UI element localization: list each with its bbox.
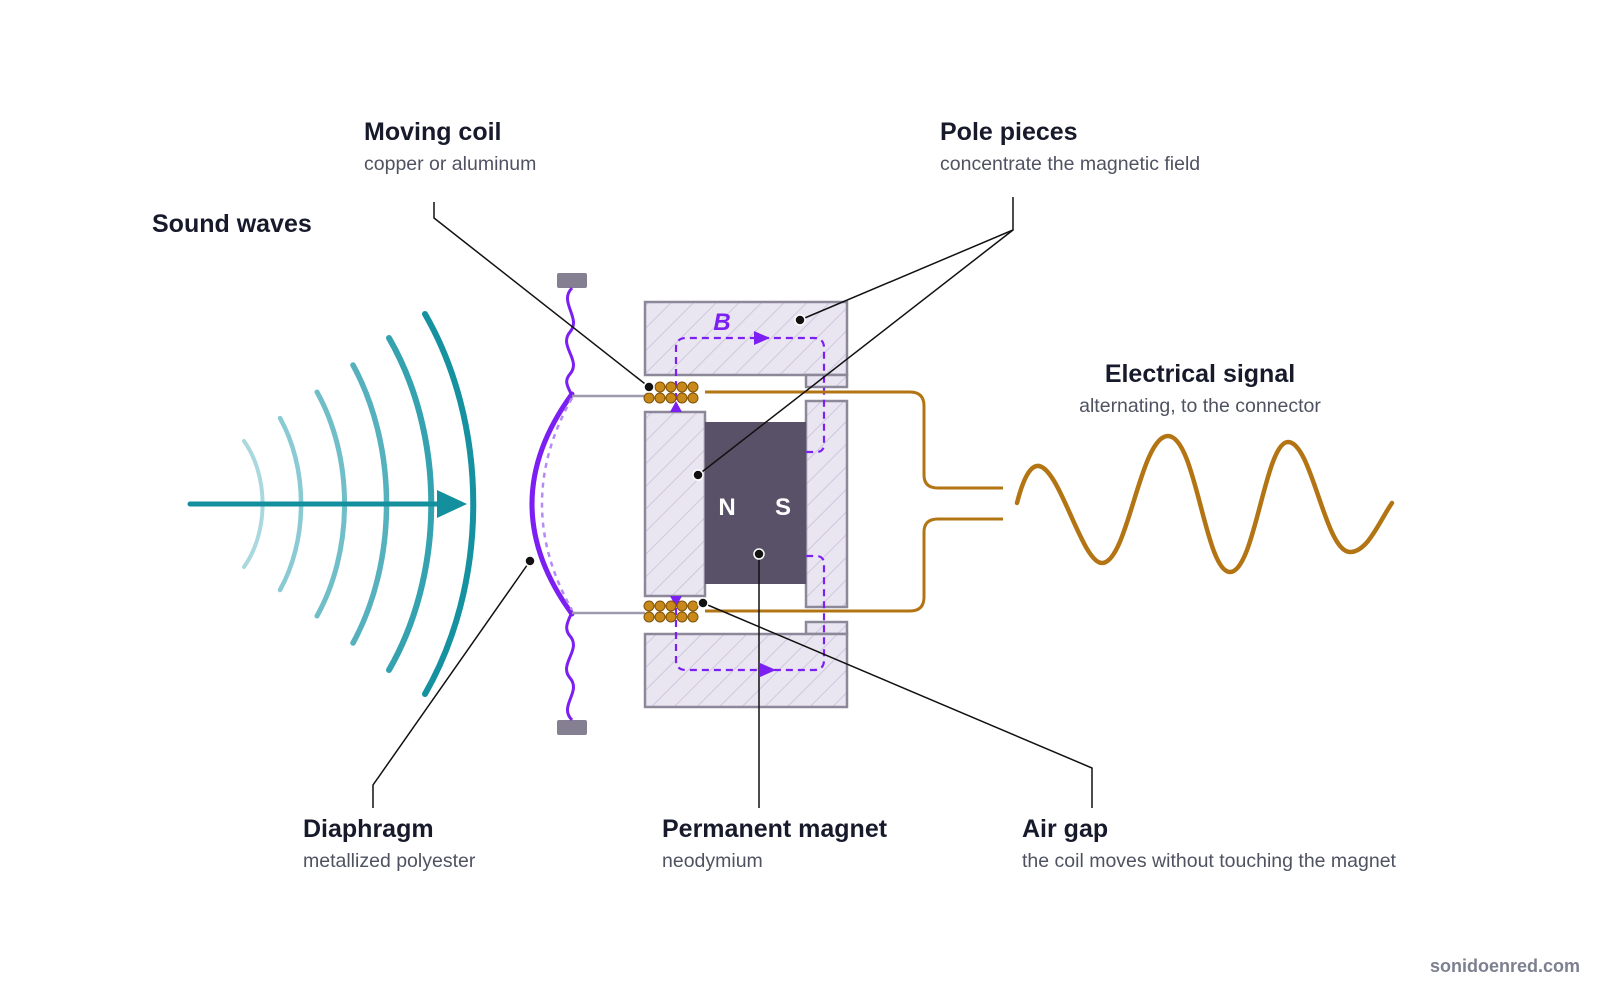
bottom-suspension	[565, 613, 575, 722]
coil-winding	[665, 381, 677, 393]
coil-winding	[654, 381, 666, 393]
leader-air-gap	[702, 602, 1093, 808]
field-line-bottom	[674, 554, 826, 672]
moving-coil-subtitle: copper or aluminum	[364, 153, 537, 175]
pole-pieces-callout: Pole pieces concentrate the magnetic fie…	[940, 117, 1200, 177]
field-direction-arrow-icon	[670, 596, 682, 607]
right-pole-piece	[804, 399, 849, 609]
coil-winding	[687, 381, 699, 393]
source-credit: sonidoenred.com	[1429, 956, 1580, 976]
pole-pieces-title: Pole pieces	[940, 118, 1078, 146]
moving-coil	[643, 381, 699, 623]
field-direction-arrow-icon	[754, 331, 770, 345]
pole-pieces	[643, 300, 849, 709]
arrow-right-icon	[437, 490, 467, 518]
electrical-signal-subtitle: alternating, to the connector	[1079, 395, 1321, 417]
inner-pole-piece	[643, 410, 707, 598]
air-gap-subtitle: the coil moves without touching the magn…	[1022, 850, 1396, 872]
leader-dot	[524, 555, 536, 567]
signal-wire-bottom	[705, 517, 1003, 613]
diaphragm-callout: Diaphragm metallized polyester	[303, 814, 475, 874]
pole-pieces-subtitle: concentrate the magnetic field	[940, 153, 1201, 175]
leader-diaphragm	[372, 560, 531, 808]
coil-winding	[654, 392, 666, 404]
bottom-pole-lip	[804, 620, 849, 636]
leader-dot	[697, 597, 709, 609]
coil-winding	[687, 392, 699, 404]
leader-dot	[753, 548, 765, 560]
signal-waveform	[1014, 433, 1395, 575]
moving-coil-callout: Moving coil copper or aluminum	[364, 117, 536, 177]
electrical-signal-callout: Electrical signal alternating, to the co…	[1050, 359, 1350, 419]
sound-wave-arc	[422, 311, 477, 697]
diaphragm-title: Diaphragm	[303, 815, 434, 843]
top-pole-lip	[804, 373, 849, 389]
leader-dots	[524, 314, 806, 609]
air-gap-callout: Air gap the coil moves without touching …	[1022, 814, 1396, 874]
field-line-top	[674, 336, 826, 454]
coil-winding	[665, 392, 677, 404]
top-suspension	[565, 286, 575, 395]
field-direction-arrow-icon	[760, 663, 776, 677]
coil-winding	[643, 611, 655, 623]
moving-coil-title: Moving coil	[364, 118, 502, 146]
sound-waves-title: Sound waves	[152, 210, 312, 238]
leader-lines	[372, 197, 1093, 808]
permanent-magnet-subtitle: neodymium	[662, 850, 763, 872]
field-direction-markers: B	[670, 309, 776, 677]
coil-winding	[665, 611, 677, 623]
diaphragm	[529, 391, 575, 617]
coil-winding	[676, 381, 688, 393]
permanent-magnet-callout: Permanent magnet neodymium	[662, 814, 887, 874]
coil-winding	[643, 392, 655, 404]
bottom-mount	[557, 720, 587, 735]
coil-winding	[676, 611, 688, 623]
magnetic-field-lines	[674, 336, 826, 672]
leader-dot	[794, 314, 806, 326]
sound-waves-callout: Sound waves	[152, 209, 312, 239]
air-gap-title: Air gap	[1022, 815, 1109, 843]
coil-winding	[643, 600, 655, 612]
diaphragm-assembly	[529, 273, 645, 735]
leader-dot	[643, 381, 655, 393]
electrical-signal-title: Electrical signal	[1104, 360, 1296, 388]
coil-winding	[676, 600, 688, 612]
magnet-north-label: N	[718, 494, 735, 521]
diaphragm-displaced	[540, 397, 574, 611]
coil-winding	[687, 611, 699, 623]
coil-winding	[687, 600, 699, 612]
field-direction-arrow-icon	[670, 401, 682, 412]
magnet-south-label: S	[775, 494, 791, 521]
coil-winding	[665, 600, 677, 612]
coil-winding	[676, 392, 688, 404]
signal-wire-top	[705, 390, 1003, 490]
coil-winding	[654, 600, 666, 612]
sound-waves	[187, 311, 477, 697]
signal-wires	[705, 390, 1003, 613]
permanent-magnet-title: Permanent magnet	[662, 815, 888, 843]
leader-dot	[692, 469, 704, 481]
leader-pole-pieces-inner	[697, 229, 1014, 476]
diaphragm-subtitle: metallized polyester	[303, 850, 476, 872]
top-mount	[557, 273, 587, 288]
permanent-magnet: N S	[705, 422, 806, 584]
field-symbol: B	[713, 309, 730, 336]
leader-moving-coil	[433, 202, 650, 388]
coil-winding	[654, 611, 666, 623]
